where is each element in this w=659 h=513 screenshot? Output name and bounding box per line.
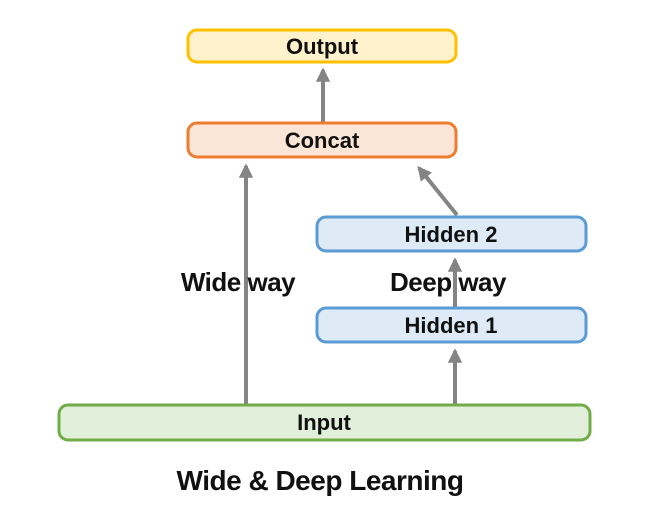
hidden1-label: Hidden 1 [405,313,498,338]
hidden2-label: Hidden 2 [405,222,498,247]
node-hidden2: Hidden 2 [315,215,588,253]
hidden2-box [315,215,588,253]
concat-box [186,121,458,159]
edges-group [238,67,463,405]
wide-way-label: Wide way [181,267,296,297]
output-box [186,28,458,64]
diagram-title: Wide & Deep Learning [177,465,464,496]
output-label: Output [286,34,359,59]
input-box [57,403,592,442]
hidden1-box [315,306,588,344]
node-concat: Concat [186,121,458,159]
deep-way-label: Deep way [390,267,507,297]
input-label: Input [297,410,351,435]
node-input: Input [57,403,592,442]
hidden2-to-concat-arrow [417,165,459,217]
node-output: Output [186,28,458,64]
concat-label: Concat [285,128,360,153]
node-hidden1: Hidden 1 [315,306,588,344]
